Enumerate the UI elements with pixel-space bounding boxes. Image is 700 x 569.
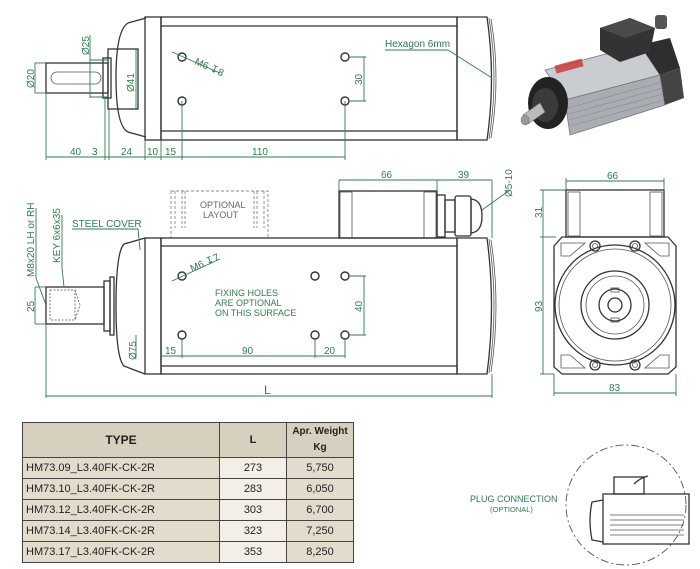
end-dim-93: 93: [534, 300, 545, 312]
dim-box-66: 66: [381, 170, 393, 181]
motor-3d-render: [520, 15, 684, 136]
table-row: HM73.09_L3.40FK-CK-2R 273 5,750: [22, 457, 354, 479]
terminal-box: [338, 190, 438, 239]
cable-gland-cap: [470, 198, 483, 234]
cell-type: HM73.17_L3.40FK-CK-2R: [22, 541, 220, 563]
cell-type: HM73.09_L3.40FK-CK-2R: [22, 457, 220, 479]
dim-side-90: 90: [242, 346, 254, 357]
dim-len-40: 40: [70, 147, 82, 158]
side-front-plate: [144, 237, 162, 375]
top-body: [160, 16, 458, 141]
table-row: HM73.17_L3.40FK-CK-2R 353 8,250: [22, 541, 354, 563]
dim-cable-dia: Ø5-10: [504, 169, 515, 197]
top-hole: [340, 52, 350, 62]
cable-gland-base: [436, 194, 446, 238]
dim-side-hole-40: 40: [354, 300, 365, 312]
top-shaft: [45, 62, 109, 94]
header-weight-line2: Kg: [313, 442, 327, 453]
dim-side-15: 15: [165, 346, 177, 357]
end-dimensions: 66 31 93 83: [534, 171, 677, 396]
dim-len-15: 15: [165, 147, 177, 158]
dim-len-110: 110: [252, 147, 268, 158]
cell-type: HM73.14_L3.40FK-CK-2R: [22, 520, 220, 542]
header-l: L: [219, 422, 287, 458]
end-body: [553, 236, 677, 375]
table-row: HM73.12_L3.40FK-CK-2R 303 6,700: [22, 499, 354, 521]
side-thread-label: M6 ↧7: [189, 252, 222, 275]
cell-weight: 7,250: [286, 520, 354, 542]
top-rear-cap: [456, 16, 493, 141]
plug-connection-subtitle: (OPTIONAL): [490, 505, 533, 514]
top-flange: [107, 48, 139, 110]
optional-layout-outline: OPTIONAL LAYOUT: [170, 190, 269, 239]
fixing-note-line2: ARE OPTIONAL: [215, 298, 282, 308]
end-dim-31: 31: [534, 206, 545, 218]
steel-cover-label: STEEL COVER: [72, 219, 142, 230]
dim-hole-spacing-30: 30: [354, 73, 365, 85]
spec-table-header: TYPE L Apr. Weight Kg: [22, 422, 354, 458]
plug-connection-detail: PLUG CONNECTION (OPTIONAL): [470, 444, 690, 566]
side-hole: [177, 330, 187, 340]
dim-shaft-dia: Ø20: [26, 69, 37, 88]
dim-collar-dia: Ø25: [81, 36, 92, 55]
top-view: Ø20 Ø25 Ø41 40 3 24 10 15 110 30: [26, 16, 497, 160]
cell-type: HM73.10_L3.40FK-CK-2R: [22, 478, 220, 500]
cell-l: 303: [219, 499, 287, 521]
end-terminal-box: [565, 189, 665, 238]
plug-connection-title: PLUG CONNECTION: [470, 494, 558, 504]
cell-l: 353: [219, 541, 287, 563]
cell-l: 283: [219, 478, 287, 500]
fixing-note-line1: FIXING HOLES: [215, 288, 278, 298]
header-weight-line1: Apr. Weight: [292, 426, 348, 437]
dim-gland-39: 39: [458, 170, 470, 181]
detail-circle: [565, 444, 687, 566]
dim-len-10: 10: [147, 147, 159, 158]
optional-layout-line2: LAYOUT: [203, 210, 239, 220]
cell-weight: 6,700: [286, 499, 354, 521]
cell-l: 273: [219, 457, 287, 479]
dim-len-3: 3: [92, 147, 98, 158]
end-view: 66 31 93 83: [534, 171, 677, 396]
top-thread-label: M6 ↧8: [193, 57, 226, 80]
end-dim-83: 83: [609, 383, 621, 394]
spec-table: TYPE L Apr. Weight Kg HM73.09_L3.40FK-CK…: [22, 422, 354, 563]
header-weight: Apr. Weight Kg: [286, 422, 354, 458]
dim-len-24: 24: [121, 147, 133, 158]
end-dim-66: 66: [607, 171, 619, 182]
table-row: HM73.10_L3.40FK-CK-2R 283 6,050: [22, 478, 354, 500]
dim-side-shaft-25: 25: [26, 300, 37, 312]
cell-weight: 5,750: [286, 457, 354, 479]
optional-layout-line1: OPTIONAL: [200, 200, 246, 210]
dim-side-20: 20: [324, 346, 336, 357]
dim-key: KEY 6x6x35: [52, 208, 63, 263]
dim-overall-L: L: [264, 383, 271, 397]
side-hole: [340, 330, 350, 340]
cell-weight: 6,050: [286, 478, 354, 500]
top-shaft-keyway: [50, 71, 102, 85]
side-rear-cap: [456, 237, 493, 375]
cable-gland-nut: [454, 195, 472, 237]
side-hole: [310, 271, 320, 281]
top-nose: [115, 17, 147, 138]
cell-l: 323: [219, 520, 287, 542]
side-dimensions: M6 ↧7 25 M8x20 LH or RH KEY 6x6x35 STEEL…: [26, 169, 515, 398]
dim-body-dia-75: Ø75: [128, 341, 139, 360]
table-row: HM73.14_L3.40FK-CK-2R 323 7,250: [22, 520, 354, 542]
side-view: OPTIONAL LAYOUT FIXING HOLES: [26, 169, 515, 398]
fixing-note-line3: ON THIS SURFACE: [215, 308, 296, 318]
top-hole: [177, 52, 187, 62]
cell-weight: 8,250: [286, 541, 354, 563]
hexagon-label: Hexagon 6mm: [385, 39, 450, 50]
side-nose: [115, 237, 146, 375]
top-collar: [102, 57, 112, 99]
side-hole: [310, 330, 320, 340]
dim-flange-dia: Ø41: [126, 73, 137, 92]
side-hole: [340, 271, 350, 281]
dim-thread-m8: M8x20 LH or RH: [26, 203, 37, 277]
top-dimensions: Ø20 Ø25 Ø41 40 3 24 10 15 110 30: [26, 35, 493, 160]
plug-body: [602, 493, 690, 545]
cell-type: HM73.12_L3.40FK-CK-2R: [22, 499, 220, 521]
top-front-plate: [144, 16, 162, 141]
header-type: TYPE: [22, 422, 220, 458]
